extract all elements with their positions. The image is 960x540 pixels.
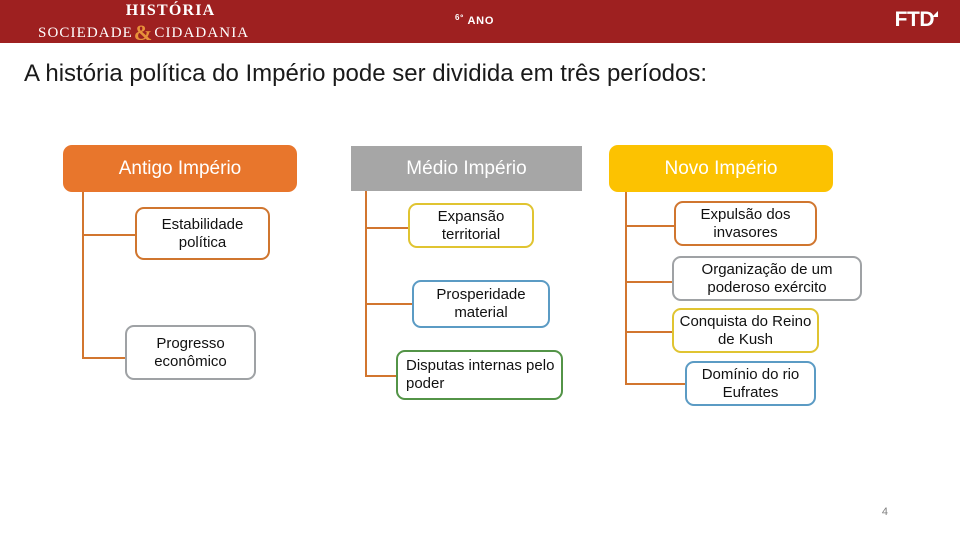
ampersand-glyph: &: [133, 20, 154, 45]
node-prosperidade-material[interactable]: Prosperidade material: [412, 280, 550, 328]
top-header-bar: [0, 0, 960, 43]
connector-branch-col3-1: [625, 225, 677, 227]
node-dominio-do-rio-eufrates[interactable]: Domínio do rio Eufrates: [685, 361, 816, 406]
publisher-logo-text: FTD: [894, 8, 935, 31]
node-label: Progresso econômico: [154, 334, 227, 370]
node-conquista-reino-de-kush[interactable]: Conquista do Reino de Kush: [672, 308, 819, 353]
page-number: 4: [881, 506, 888, 518]
node-label: Domínio do rio Eufrates: [701, 365, 800, 401]
column-header-medio-imperio[interactable]: Médio Império: [351, 146, 582, 191]
column-header-label: Novo Império: [664, 157, 778, 179]
grade-year-label: 6º ANO: [455, 13, 494, 27]
connector-branch-col1-1: [82, 234, 137, 236]
brand-word-cidadania: CIDADANIA: [154, 25, 250, 41]
column-header-label: Médio Império: [406, 157, 527, 179]
grade-ordinal: 6º: [455, 13, 464, 22]
node-label: Expulsão dos invasores: [700, 205, 791, 241]
node-progresso-economico[interactable]: Progresso econômico: [125, 325, 256, 380]
connector-vertical-col1: [82, 192, 84, 359]
slide-title: A história política do Império pode ser …: [24, 60, 708, 87]
node-disputas-internas-pelo-poder[interactable]: Disputas internas pelo poder: [396, 350, 563, 400]
connector-vertical-col3: [625, 192, 627, 384]
node-label: Expansão territorial: [437, 207, 505, 243]
grade-word: ANO: [467, 15, 495, 27]
ftd-corner-tick-icon: [932, 11, 938, 17]
node-label: Prosperidade material: [436, 286, 526, 321]
connector-branch-col1-2: [82, 357, 127, 359]
connector-branch-col3-4: [625, 383, 687, 385]
connector-vertical-col2: [365, 191, 367, 377]
node-label: Disputas internas pelo poder: [406, 357, 555, 392]
brand-subtitle: SOCIEDADE&CIDADANIA: [38, 22, 249, 44]
brand-word-sociedade: SOCIEDADE: [38, 25, 133, 41]
connector-branch-col2-1: [365, 227, 411, 229]
node-label: Organização de um poderoso exército: [701, 260, 833, 296]
publisher-logo-ftd: FTD: [895, 8, 938, 32]
connector-branch-col2-2: [365, 303, 414, 305]
column-header-label: Antigo Império: [118, 157, 242, 179]
connector-branch-col3-3: [625, 331, 674, 333]
node-organizacao-poderoso-exercito[interactable]: Organização de um poderoso exército: [672, 256, 862, 301]
connector-branch-col3-2: [625, 281, 675, 283]
brand-title-historia: HISTÓRIA: [125, 2, 216, 19]
node-expansao-territorial[interactable]: Expansão territorial: [408, 203, 534, 248]
node-label: Estabilidade política: [161, 215, 244, 251]
node-label: Conquista do Reino de Kush: [679, 312, 812, 348]
connector-branch-col2-3: [365, 375, 399, 377]
node-estabilidade-politica[interactable]: Estabilidade política: [135, 207, 270, 260]
column-header-novo-imperio[interactable]: Novo Império: [609, 145, 833, 192]
brand-logo: HISTÓRIA SOCIEDADE&CIDADANIA: [38, 3, 249, 44]
node-expulsao-dos-invasores[interactable]: Expulsão dos invasores: [674, 201, 817, 246]
column-header-antigo-imperio[interactable]: Antigo Império: [63, 145, 297, 192]
